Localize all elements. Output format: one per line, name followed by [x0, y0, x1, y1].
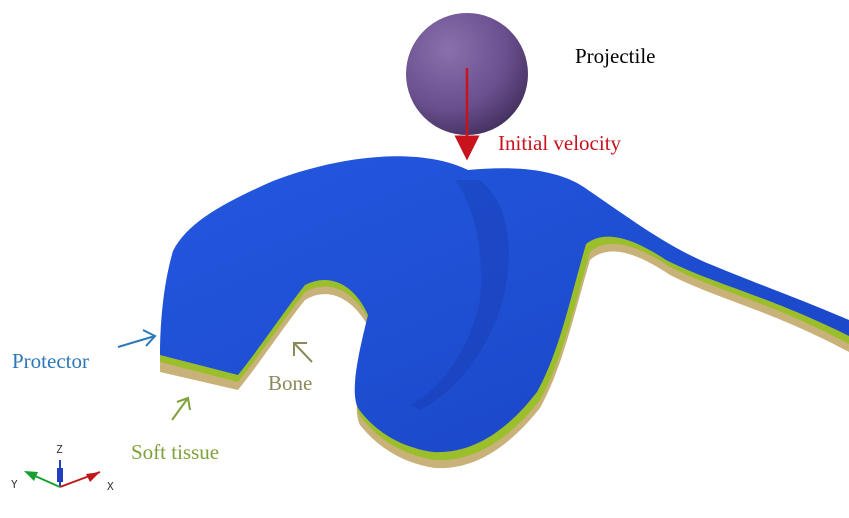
initial-velocity-label: Initial velocity: [498, 133, 621, 154]
bone-label: Bone: [268, 373, 312, 394]
protector-label: Protector: [12, 351, 89, 372]
soft-tissue-label: Soft tissue: [131, 442, 219, 463]
axis-z-label: Z: [56, 444, 63, 455]
protector-pointer-arrow: [118, 330, 155, 347]
axis-triad: [24, 460, 100, 487]
projectile-label: Projectile: [575, 46, 655, 67]
soft-tissue-pointer-arrow: [172, 398, 190, 420]
bone-pointer-arrow: [294, 343, 312, 362]
axis-x-label: X: [107, 481, 114, 492]
axis-y-label: Y: [11, 479, 18, 490]
